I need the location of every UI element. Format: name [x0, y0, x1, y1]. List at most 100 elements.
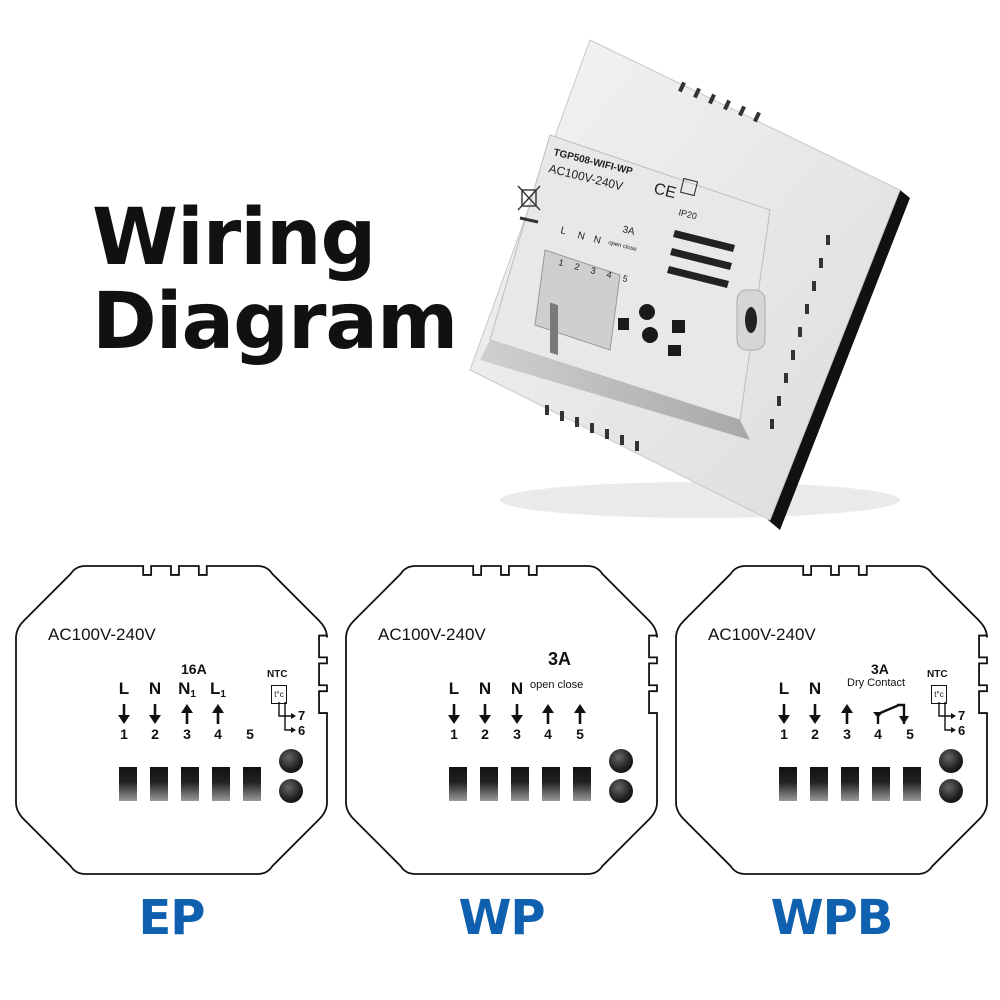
device-terminal-numbers: 1 2 3 4 5	[558, 257, 629, 284]
terminal-number: 2	[811, 726, 819, 742]
device-shadow	[500, 482, 900, 518]
arrow-up-icon	[205, 703, 231, 725]
terminal-slot	[243, 767, 261, 801]
device-photo: TGP508-WIFI-WP AC100V-240V CE IP20 L N N…	[450, 20, 930, 540]
variant-label-wp: WP	[458, 890, 545, 946]
terminal-label-text: L	[118, 679, 130, 698]
device-vents-top	[678, 81, 761, 123]
terminal-slot	[181, 767, 199, 801]
terminal-number: 3	[843, 726, 851, 742]
terminal-label: N	[142, 679, 168, 699]
terminal-label-text: N	[148, 679, 162, 698]
device-vents-bottom	[545, 405, 639, 451]
terminal-label: N	[504, 679, 530, 699]
ntc-label: NTC	[927, 669, 948, 680]
arrow-down-icon	[472, 703, 498, 725]
terminal-number: 5	[906, 726, 914, 742]
arrow-down-icon	[441, 703, 467, 725]
panel-outline	[345, 565, 658, 875]
terminal-label-text: L	[448, 679, 460, 698]
terminal-slot	[903, 767, 921, 801]
mounting-hole	[279, 779, 303, 803]
device-terminal-letter-2: N	[576, 230, 586, 242]
device-ce-mark: CE	[652, 180, 678, 202]
variant-label-wpb: WPB	[770, 890, 894, 946]
device-terminal-letter-1: L	[559, 225, 567, 237]
device-module-side	[480, 340, 750, 440]
arrow-down-icon	[771, 703, 797, 725]
terminal-slot	[573, 767, 591, 801]
terminal-slot	[542, 767, 560, 801]
mounting-hole	[279, 749, 303, 773]
terminal-number: 5	[576, 726, 584, 742]
terminal-label: L	[771, 679, 797, 699]
terminal-label: N	[802, 679, 828, 699]
terminal-label-text: L	[778, 679, 790, 698]
terminal-number: 2	[481, 726, 489, 742]
terminal-slot	[480, 767, 498, 801]
panel-note: open close	[530, 679, 584, 691]
terminal-number: 5	[246, 726, 254, 742]
device-terminal-number: 3	[590, 265, 597, 276]
terminal-number: 4	[214, 726, 222, 742]
terminal-slot	[150, 767, 168, 801]
terminal-number: 1	[780, 726, 788, 742]
ntc-wires-icon	[938, 702, 956, 733]
variant-label-ep: EP	[138, 890, 206, 946]
terminal-label-text: L	[210, 679, 221, 698]
arrow-up-icon	[834, 703, 860, 725]
terminal-slot	[511, 767, 529, 801]
device-rating: 3A	[621, 224, 636, 238]
panel-rating: 3A	[548, 649, 572, 669]
terminal-slot	[212, 767, 230, 801]
terminal-number: 4	[544, 726, 552, 742]
device-vents-right	[770, 235, 830, 429]
terminal-slot	[449, 767, 467, 801]
terminal-number: 1	[450, 726, 458, 742]
device-grille	[667, 230, 735, 288]
terminal-slot	[779, 767, 797, 801]
terminal-number: 3	[513, 726, 521, 742]
wiring-panel-wp: AC100V-240V 3A open close L 1 N 2 N 3 4 5	[345, 565, 658, 875]
terminal-label-subscript: 1	[220, 689, 226, 700]
device-holes	[618, 304, 685, 356]
terminal-label: N	[472, 679, 498, 699]
device-terminal-number: 1	[558, 257, 565, 268]
ntc-terminal-number: 7	[958, 708, 966, 723]
arrow-up-icon	[535, 703, 561, 725]
panel-voltage: AC100V-240V	[378, 625, 486, 644]
terminal-label-subscript: 1	[190, 689, 196, 700]
terminal-label-text: N	[478, 679, 492, 698]
terminal-label: L	[441, 679, 467, 699]
terminal-label-text: N	[178, 679, 191, 698]
terminal-number: 1	[120, 726, 128, 742]
arrow-down-icon	[504, 703, 530, 725]
device-ip-rating: IP20	[678, 207, 698, 221]
arrow-down-icon	[142, 703, 168, 725]
terminal-label-text: N	[808, 679, 822, 698]
device-double-insulation-icon	[679, 177, 699, 197]
ntc-terminal-number: 6	[298, 723, 306, 738]
ntc-wires-icon	[278, 702, 296, 733]
device-terminal-number: 2	[574, 261, 581, 272]
device-terminal-slots	[550, 302, 558, 356]
device-terminal-number: 4	[606, 269, 613, 280]
ntc-terminal-number: 7	[298, 708, 306, 723]
panel-note: Dry Contact	[847, 677, 906, 689]
ntc-label: NTC	[267, 669, 288, 680]
heading-line-1: Wiring	[92, 193, 376, 283]
terminal-label-text: N	[510, 679, 524, 698]
arrow-up-icon	[567, 703, 593, 725]
ntc-terminal-number: 6	[958, 723, 966, 738]
terminal-number: 4	[874, 726, 882, 742]
panel-voltage: AC100V-240V	[48, 625, 156, 644]
dry-contact-switch-icon	[873, 703, 909, 724]
panel-voltage: AC100V-240V	[708, 625, 816, 644]
mounting-hole	[939, 749, 963, 773]
mounting-hole	[609, 779, 633, 803]
mounting-hole	[939, 779, 963, 803]
terminal-slot	[872, 767, 890, 801]
terminal-slot	[119, 767, 137, 801]
